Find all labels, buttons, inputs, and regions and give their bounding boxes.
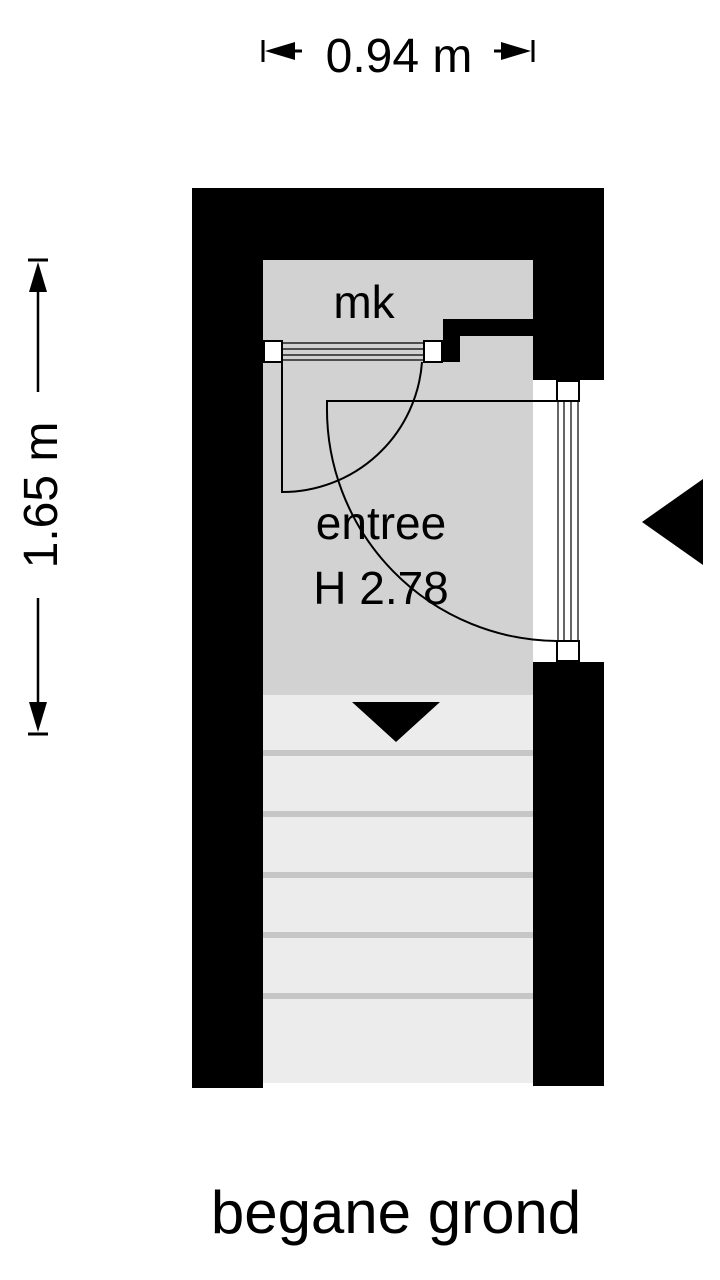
- width-label: 0.94 m: [326, 30, 473, 83]
- stair-tread: [263, 993, 533, 999]
- stair-tread: [263, 750, 533, 756]
- door-jamb: [556, 380, 580, 402]
- door-jamb: [556, 640, 580, 662]
- stair-tread: [263, 811, 533, 817]
- height-dimension: 1.65 m: [15, 258, 68, 736]
- walls: [192, 188, 604, 1088]
- door-opening: [533, 380, 580, 662]
- door-jamb: [423, 340, 443, 363]
- door-swing: [281, 361, 423, 494]
- closet-door: [263, 340, 443, 494]
- door-jamb: [263, 340, 283, 363]
- staircase: [263, 695, 533, 1083]
- entrance-door: [325, 380, 580, 662]
- triangle-down-icon: [352, 702, 440, 742]
- width-dimension: 0.94 m: [261, 30, 535, 83]
- hall-height-label: H 2.78: [313, 562, 449, 614]
- stair-tread: [263, 932, 533, 938]
- stair-tread: [263, 872, 533, 878]
- floor-title: begane grond: [211, 1179, 581, 1246]
- closet-label: mk: [333, 276, 395, 328]
- wall-left: [192, 188, 263, 1088]
- wall-right-lower: [533, 662, 604, 1086]
- hall-label: entree: [316, 497, 446, 549]
- hall-floor: [263, 345, 533, 695]
- stair-floor: [263, 695, 533, 1083]
- wall-partition: [443, 319, 533, 362]
- height-label: 1.65 m: [15, 422, 68, 569]
- triangle-left-icon: [642, 479, 703, 565]
- door-swing: [325, 400, 558, 642]
- wall-right-upper: [533, 188, 604, 380]
